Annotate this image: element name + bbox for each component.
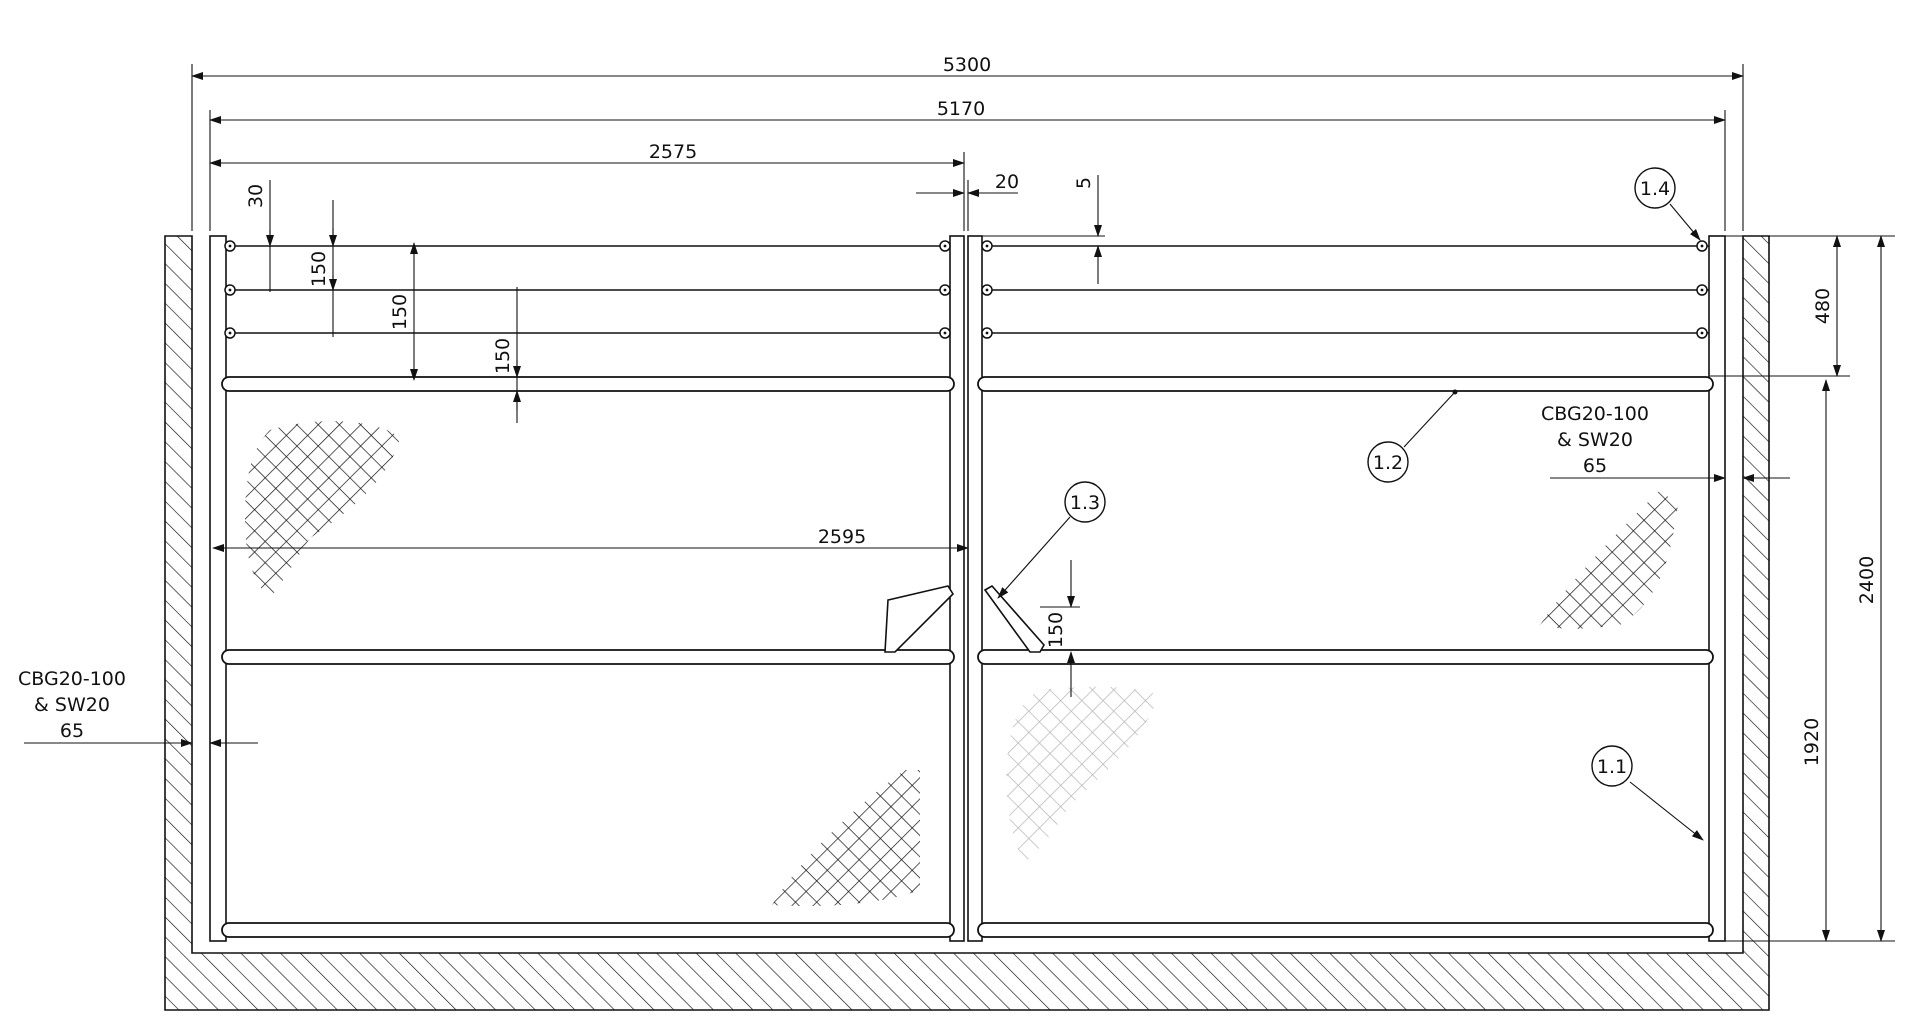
dim-total-height: 2400 xyxy=(1856,556,1878,604)
callout-1-1-circle xyxy=(1591,745,1633,787)
right-brace xyxy=(983,584,1045,653)
callout-1-2-label: 1.2 xyxy=(1373,452,1403,474)
callout-1-3-circle xyxy=(1064,481,1106,523)
left-brace xyxy=(884,585,955,653)
callout-1-4-circle xyxy=(1634,167,1676,209)
dim-left-panel-width: 2575 xyxy=(649,141,697,163)
callout-1-1: 1.1 xyxy=(1591,745,1704,841)
dimension-lines xyxy=(24,72,1885,942)
right-panel xyxy=(967,235,1726,942)
note-right-line2: & SW20 xyxy=(1557,429,1633,451)
left-post-inner xyxy=(949,235,965,942)
mesh-patch xyxy=(1540,490,1678,629)
callout-1-3-label: 1.3 xyxy=(1070,492,1100,514)
dim-inner-width: 5170 xyxy=(937,98,985,120)
dim-rail-spacing-3: 150 xyxy=(492,338,514,374)
dim-rail-spacing-2: 150 xyxy=(389,294,411,330)
dim-gap: 20 xyxy=(995,171,1019,193)
dimension-labels: 5300 5170 2575 20 5 30 150 150 150 2595 … xyxy=(245,54,1878,766)
note-right-line3: 65 xyxy=(1583,455,1607,477)
dim-top-clearance: 30 xyxy=(245,184,267,208)
right-post-outer xyxy=(1708,235,1726,942)
dim-lower-height: 1920 xyxy=(1801,718,1823,766)
callout-1-1-label: 1.1 xyxy=(1597,756,1627,778)
trench xyxy=(164,235,1770,1011)
callout-1-2: 1.2 xyxy=(1367,389,1458,483)
left-post-outer xyxy=(209,235,227,942)
note-right-line1: CBG20-100 xyxy=(1541,403,1649,425)
extension-lines xyxy=(191,64,1895,942)
dim-top-zone-height: 480 xyxy=(1812,288,1834,324)
note-right: CBG20-100 & SW20 65 xyxy=(1541,403,1649,477)
dim-top-offset: 5 xyxy=(1073,177,1095,189)
mesh-patch xyxy=(245,421,400,598)
callout-1-2-circle xyxy=(1367,441,1409,483)
callout-1-3: 1.3 xyxy=(997,481,1106,599)
note-left-line3: 65 xyxy=(60,720,84,742)
callout-1-4: 1.4 xyxy=(1634,167,1701,241)
note-left: CBG20-100 & SW20 65 xyxy=(18,668,126,742)
left-panel xyxy=(209,235,965,942)
note-left-line1: CBG20-100 xyxy=(18,668,126,690)
dim-brace-height: 150 xyxy=(1045,612,1067,648)
callout-1-4-label: 1.4 xyxy=(1640,178,1670,200)
note-left-line2: & SW20 xyxy=(34,694,110,716)
mesh-patch-light xyxy=(1006,686,1158,862)
mesh-patch xyxy=(772,770,920,907)
right-post-inner xyxy=(967,235,983,942)
dim-rail-spacing-1: 150 xyxy=(308,251,330,287)
dim-panel-span: 2595 xyxy=(818,526,866,548)
dim-overall-width: 5300 xyxy=(943,54,991,76)
left-wall xyxy=(164,235,1770,1011)
